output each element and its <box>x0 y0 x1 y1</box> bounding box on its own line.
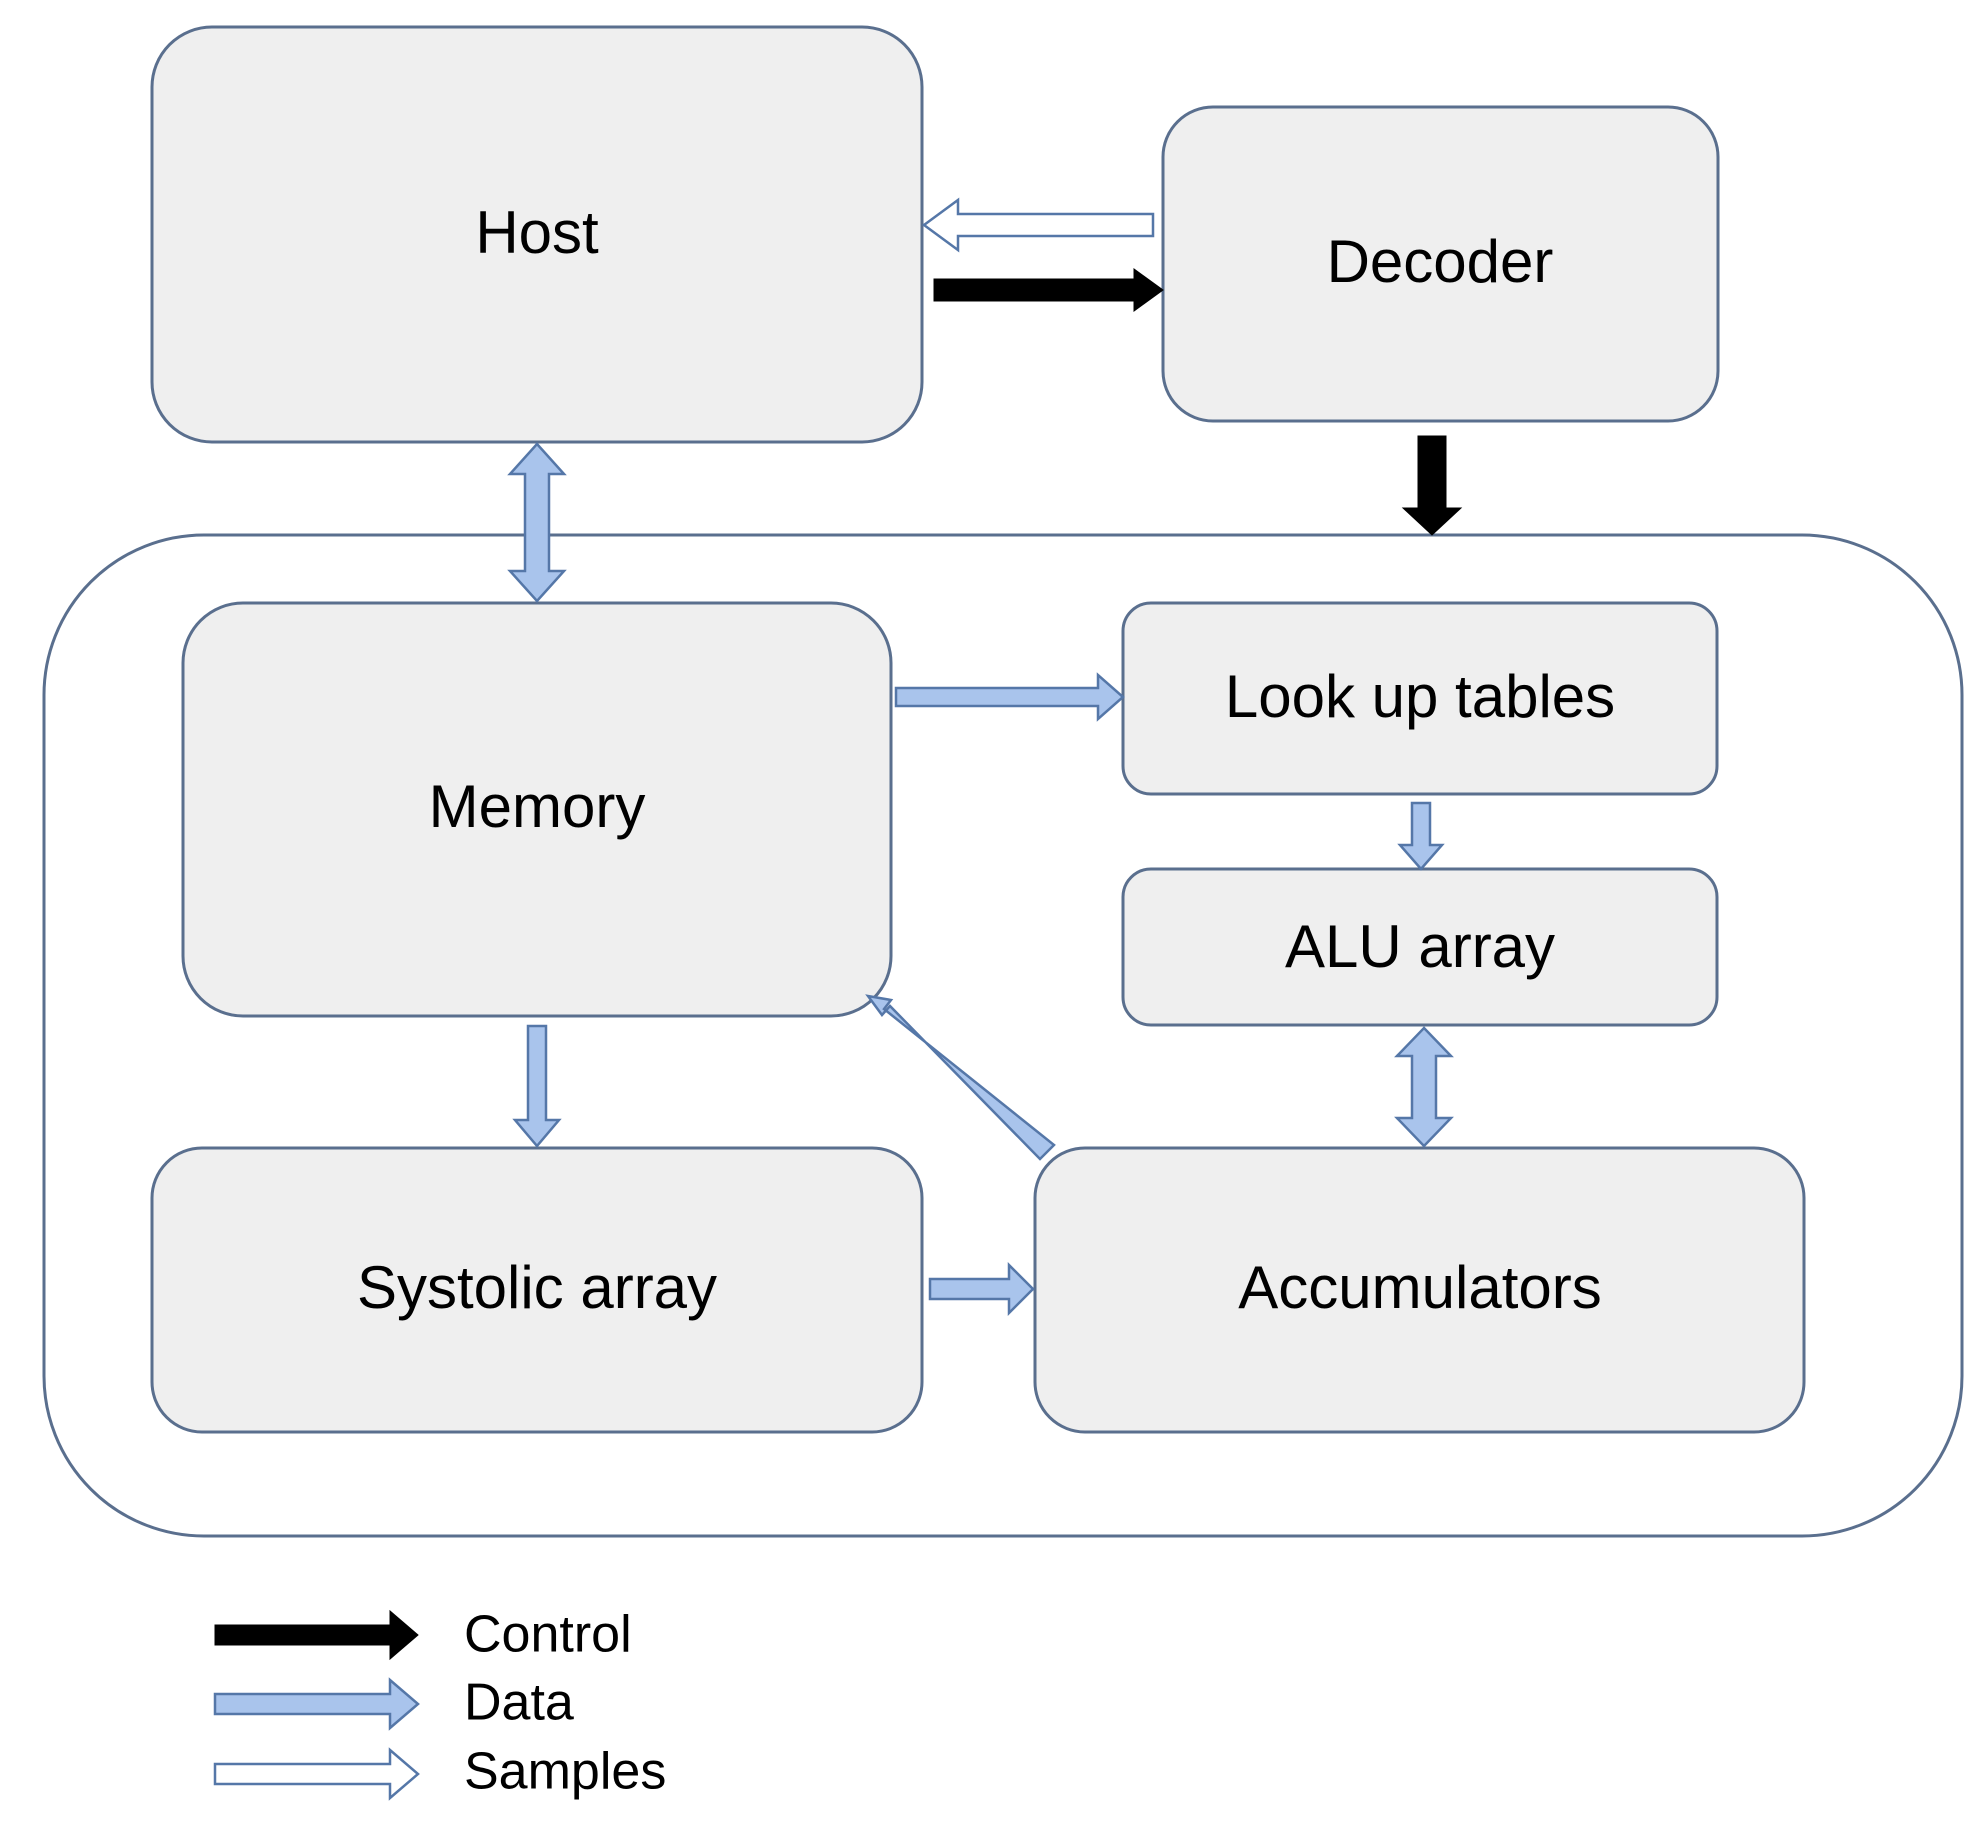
data-arrow-alu-accumulators <box>1394 1026 1454 1148</box>
lookup-tables-label: Look up tables <box>1225 663 1615 730</box>
legend-data-label: Data <box>464 1674 574 1732</box>
legend-control-arrow <box>214 1609 419 1661</box>
data-arrow-accumulators-to-memory <box>865 994 1056 1161</box>
alu-array-label: ALU array <box>1285 913 1555 980</box>
host-label: Host <box>475 199 599 266</box>
legend-samples-label: Samples <box>464 1743 666 1801</box>
alu-array-block: ALU array <box>1121 867 1719 1027</box>
decoder-label: Decoder <box>1327 228 1554 295</box>
control-arrow-host-to-decoder <box>933 268 1164 312</box>
data-arrow-memory-to-lookup <box>894 672 1125 722</box>
data-arrow-lookup-to-alu <box>1397 801 1445 871</box>
control-arrow-decoder-to-accelerator <box>1401 435 1463 536</box>
samples-arrow-decoder-to-host <box>921 197 1155 253</box>
lookup-tables-block: Look up tables <box>1121 601 1719 796</box>
accumulators-label: Accumulators <box>1238 1254 1601 1321</box>
legend-data-arrow <box>213 1677 420 1731</box>
memory-block: Memory <box>181 601 893 1018</box>
accumulators-block: Accumulators <box>1033 1146 1806 1434</box>
data-arrow-host-memory <box>507 442 567 603</box>
decoder-block: Decoder <box>1161 105 1720 423</box>
data-arrow-systolic-to-accumulators <box>928 1261 1035 1317</box>
accelerator-container <box>42 533 1964 1538</box>
host-block: Host <box>150 25 924 444</box>
data-arrow-memory-to-systolic <box>512 1024 562 1148</box>
systolic-array-block: Systolic array <box>150 1146 924 1434</box>
legend-samples-arrow <box>213 1747 420 1801</box>
legend-control-label: Control <box>464 1606 632 1664</box>
systolic-array-label: Systolic array <box>357 1254 717 1321</box>
legend: Control Data Samples <box>213 1606 666 1801</box>
memory-label: Memory <box>429 773 646 840</box>
